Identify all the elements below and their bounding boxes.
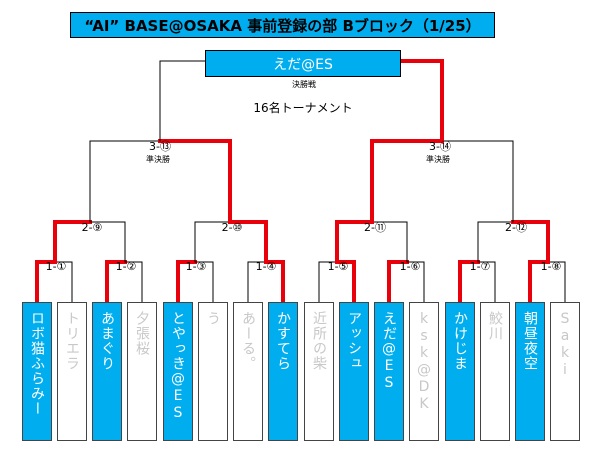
match-label-sf-left: 3-⑬ (149, 140, 171, 153)
tournament-caption: 16名トーナメント (253, 101, 353, 115)
match-label-r2: 1-② (115, 260, 137, 273)
player-12-box: ksk@DK (409, 302, 439, 441)
match-label-r1: 1-① (45, 260, 67, 273)
match-label-qf3: 2-⑪ (364, 221, 386, 234)
player-10-box: アッシュ (339, 302, 369, 441)
final-label: 決勝戦 (292, 80, 316, 89)
match-label-r7: 1-⑦ (469, 260, 491, 273)
match-label-qf2: 2-⑩ (221, 221, 243, 234)
player-16-box: Saki (550, 302, 580, 441)
player-6-box: う (198, 302, 228, 441)
player-9-box: 近所の柴 (304, 302, 334, 441)
player-4-box: 夕張桜 (127, 302, 157, 441)
match-label-sf-right: 3-⑭ (429, 140, 451, 153)
semifinal-label-left: 準決勝 (146, 155, 170, 164)
player-7-box: あーる。 (233, 302, 263, 441)
player-13-box: かけじま (445, 302, 475, 441)
match-label-r5: 1-⑤ (327, 260, 349, 273)
match-label-qf1: 2-⑨ (81, 221, 103, 234)
player-8-box: かすてら (268, 302, 298, 441)
match-label-r6: 1-⑥ (399, 260, 421, 273)
match-label-qf4: 2-⑫ (505, 221, 527, 234)
player-11-box: えだ@ES (374, 302, 404, 441)
tournament-title: “AI” BASE@OSAKA 事前登録の部 Bブロック（1/25） (70, 12, 495, 38)
semifinal-label-right: 準決勝 (426, 155, 450, 164)
player-1-box: ロボ猫ふらみー (22, 302, 52, 441)
player-3-box: あまぐり (92, 302, 122, 441)
player-14-box: 鮫川 (480, 302, 510, 441)
match-label-r8: 1-⑧ (540, 260, 562, 273)
match-label-r3: 1-③ (185, 260, 207, 273)
player-15-box: 朝昼夜空 (515, 302, 545, 441)
match-label-r4: 1-④ (255, 260, 277, 273)
player-5-box: とやっき@ES (163, 302, 193, 441)
player-2-box: トリエラ (57, 302, 87, 441)
champion-box: えだ@ES (205, 50, 401, 77)
